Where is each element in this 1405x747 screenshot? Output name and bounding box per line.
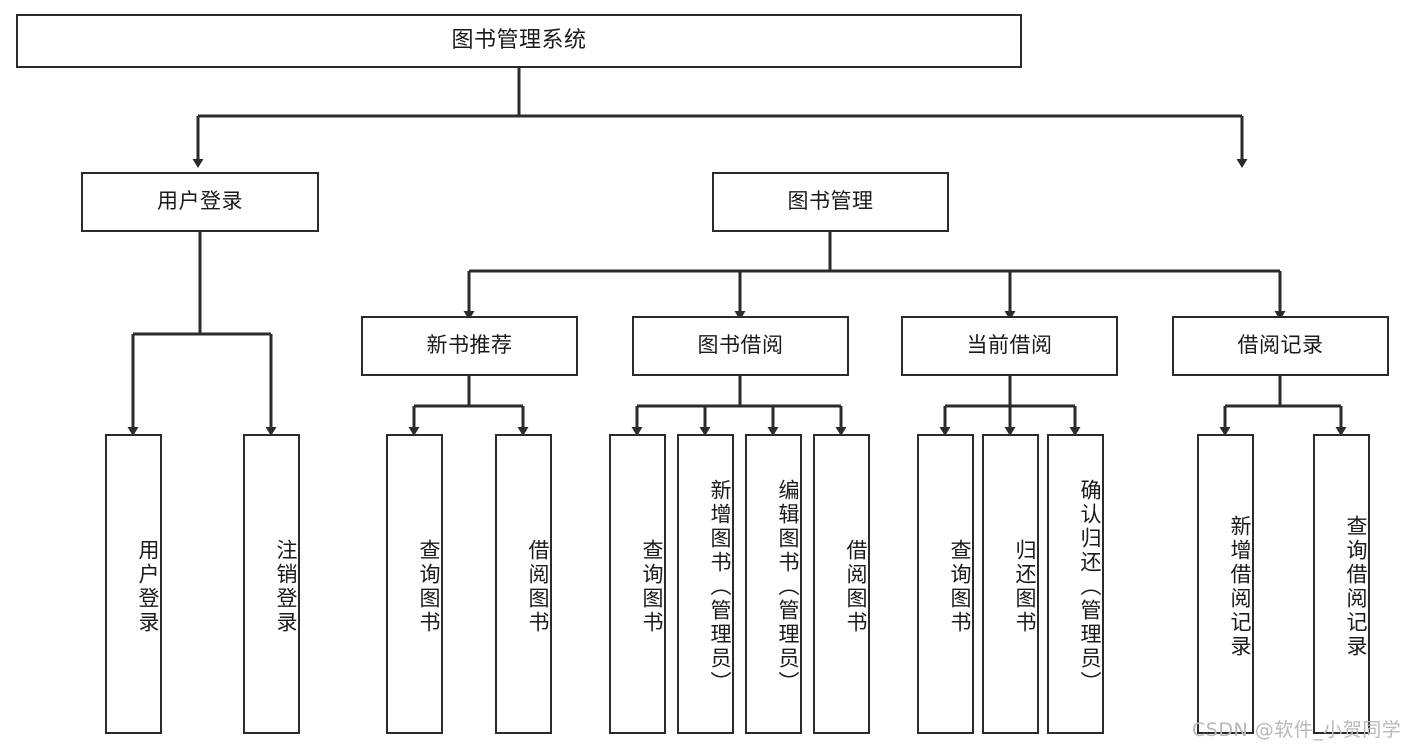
leaf-label: 确认归还（管理员） bbox=[1078, 479, 1102, 695]
leaf-label: 查询图书 bbox=[640, 539, 664, 635]
node-user-login[interactable]: 用户登录 bbox=[81, 172, 319, 232]
leaf-label: 归还图书 bbox=[1013, 539, 1037, 635]
leaf-label: 借阅图书 bbox=[844, 539, 868, 635]
leaf-current-return-book[interactable]: 归还图书 bbox=[982, 434, 1039, 734]
leaf-current-confirm-return-admin[interactable]: 确认归还（管理员） bbox=[1047, 434, 1104, 734]
leaf-label: 用户登录 bbox=[136, 539, 160, 635]
node-new-book-recommend[interactable]: 新书推荐 bbox=[361, 316, 578, 376]
node-current-borrow[interactable]: 当前借阅 bbox=[901, 316, 1118, 376]
leaf-borrow-edit-book-admin[interactable]: 编辑图书（管理员） bbox=[745, 434, 802, 734]
leaf-label: 借阅图书 bbox=[526, 539, 550, 635]
node-root-label: 图书管理系统 bbox=[451, 27, 587, 53]
node-book-management[interactable]: 图书管理 bbox=[712, 172, 949, 232]
leaf-borrow-add-book-admin[interactable]: 新增图书（管理员） bbox=[677, 434, 734, 734]
leaf-label: 查询图书 bbox=[948, 539, 972, 635]
node-book-management-label: 图书管理 bbox=[787, 189, 874, 214]
leaf-new-book-borrow[interactable]: 借阅图书 bbox=[495, 434, 552, 734]
csdn-watermark: CSDN @软件_小贺同学 bbox=[1192, 719, 1402, 741]
node-new-book-recommend-label: 新书推荐 bbox=[426, 333, 513, 358]
node-book-borrow-label: 图书借阅 bbox=[697, 333, 784, 358]
node-borrow-record[interactable]: 借阅记录 bbox=[1172, 316, 1389, 376]
node-book-borrow[interactable]: 图书借阅 bbox=[632, 316, 849, 376]
leaf-current-query-book[interactable]: 查询图书 bbox=[917, 434, 974, 734]
node-current-borrow-label: 当前借阅 bbox=[966, 333, 1053, 358]
leaf-new-book-query[interactable]: 查询图书 bbox=[386, 434, 443, 734]
node-user-login-label: 用户登录 bbox=[157, 189, 243, 214]
leaf-record-add[interactable]: 新增借阅记录 bbox=[1197, 434, 1254, 734]
leaf-label: 编辑图书（管理员） bbox=[776, 479, 800, 695]
leaf-borrow-borrow-book[interactable]: 借阅图书 bbox=[813, 434, 870, 734]
leaf-user-login-logout[interactable]: 注销登录 bbox=[243, 434, 300, 734]
leaf-label: 新增借阅记录 bbox=[1228, 515, 1252, 659]
leaf-label: 查询借阅记录 bbox=[1344, 515, 1368, 659]
leaf-record-query[interactable]: 查询借阅记录 bbox=[1313, 434, 1370, 734]
leaf-borrow-query-book[interactable]: 查询图书 bbox=[609, 434, 666, 734]
leaf-label: 查询图书 bbox=[417, 539, 441, 635]
node-borrow-record-label: 借阅记录 bbox=[1237, 333, 1324, 358]
leaf-label: 新增图书（管理员） bbox=[708, 479, 732, 695]
leaf-user-login-login[interactable]: 用户登录 bbox=[105, 434, 162, 734]
node-root-system[interactable]: 图书管理系统 bbox=[16, 14, 1022, 68]
leaf-label: 注销登录 bbox=[274, 539, 298, 635]
